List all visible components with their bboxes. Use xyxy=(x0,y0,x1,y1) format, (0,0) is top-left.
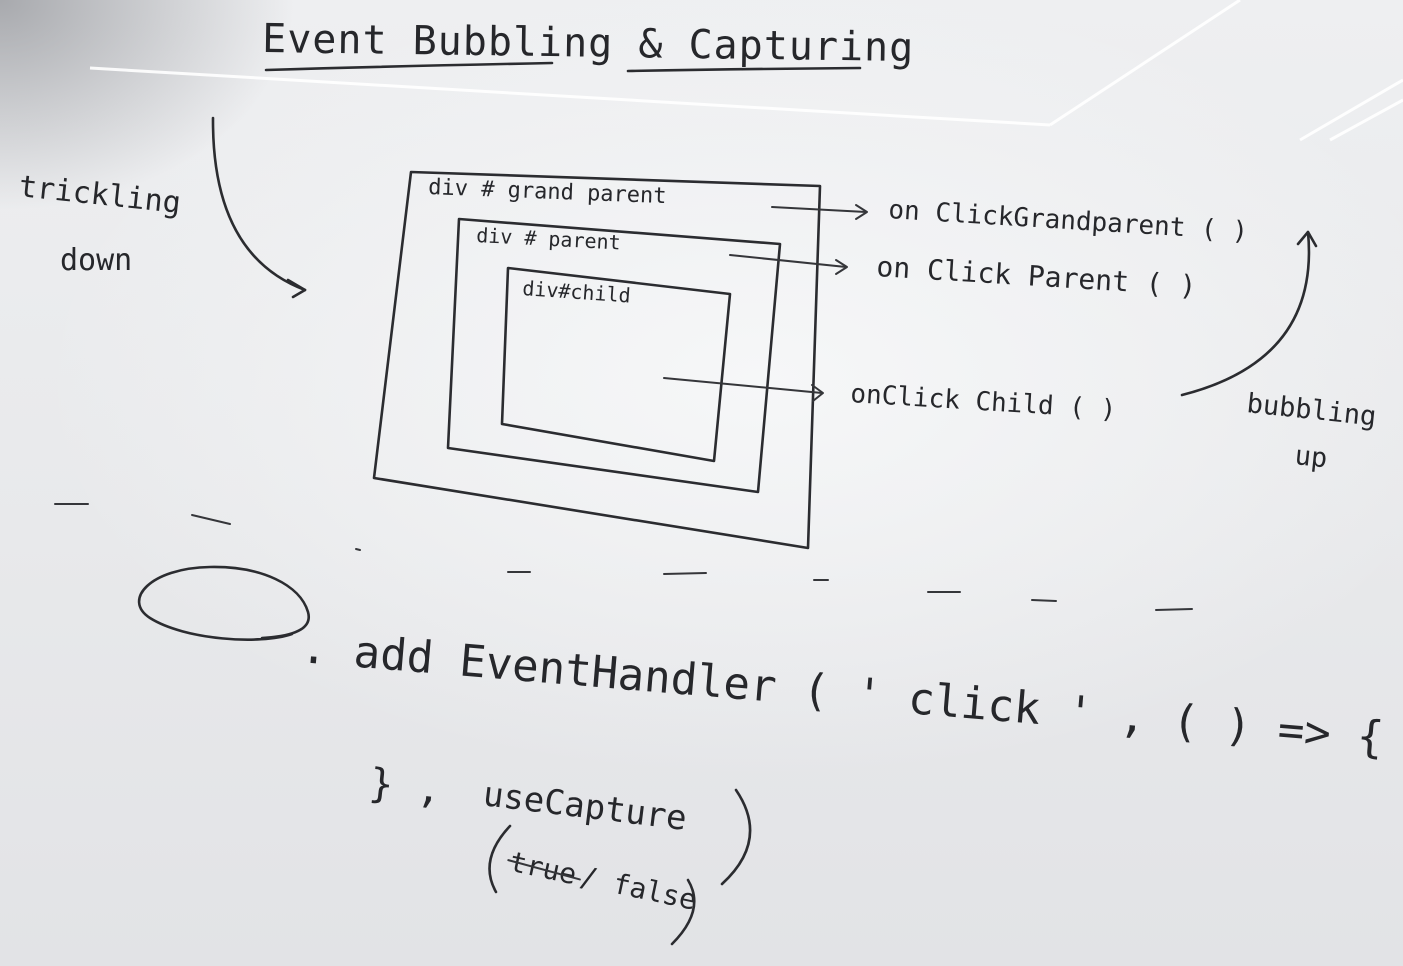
parent-handler-label: on Click Parent ( ) xyxy=(876,250,1198,302)
use-capture-close-paren xyxy=(720,788,752,886)
grandparent-handler-label: on ClickGrandparent ( ) xyxy=(888,195,1249,247)
element-placeholder-circle xyxy=(137,565,311,641)
title-underline-1 xyxy=(264,61,554,72)
trickling-arrow xyxy=(211,116,307,292)
parent-handler-arrow-head xyxy=(835,259,848,275)
grandparent-handler-arrow-head xyxy=(855,204,868,220)
up-label: up xyxy=(1293,440,1329,474)
option-true-strikethrough xyxy=(507,859,581,881)
trickling-label: trickling xyxy=(17,169,182,221)
trickling-arrow-head xyxy=(286,278,307,299)
bubbling-label: bubbling xyxy=(1245,388,1378,432)
code-line-2: } , xyxy=(367,760,444,813)
child-handler-arrow-head xyxy=(811,384,824,402)
light-reflection xyxy=(89,0,1403,142)
child-handler-label: onClick Child ( ) xyxy=(850,379,1117,425)
child-box xyxy=(500,266,732,463)
grandparent-box xyxy=(372,170,822,550)
parent-box-label: div # parent xyxy=(476,223,622,255)
down-label: down xyxy=(60,243,132,278)
dashed-separator xyxy=(54,503,1193,611)
title: Event Bubbling & Capturing xyxy=(262,16,915,71)
option-true: true xyxy=(507,845,580,891)
child-handler-arrow xyxy=(663,377,823,394)
code-line-1: . add EventHandler ( ' click ' , ( ) => … xyxy=(299,622,1386,764)
option-false: / false xyxy=(577,860,699,917)
grandparent-handler-arrow xyxy=(771,206,867,213)
parent-box xyxy=(446,217,782,494)
option-open-paren xyxy=(488,824,512,894)
parent-handler-arrow xyxy=(729,254,847,268)
bubbling-arrow xyxy=(1180,230,1311,397)
bubbling-arrow-head xyxy=(1296,230,1318,248)
option-close-paren xyxy=(670,878,696,946)
use-capture-label: useCapture xyxy=(481,774,689,839)
title-underline-2 xyxy=(626,66,862,73)
